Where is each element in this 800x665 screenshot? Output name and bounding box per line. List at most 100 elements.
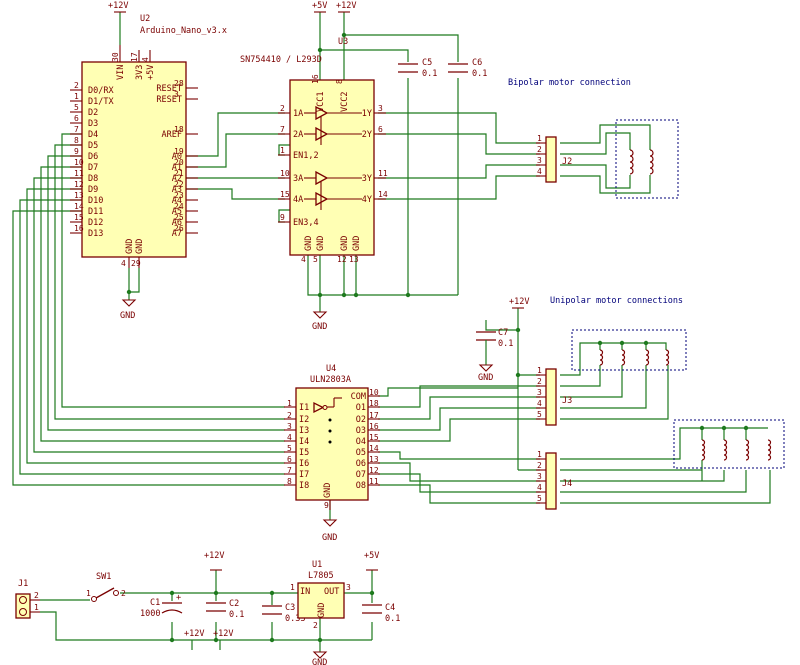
svg-text:GND: GND <box>120 311 135 321</box>
u4-left-pin-label: I5 <box>299 448 309 458</box>
u3-left-pin-num: 9 <box>280 213 285 222</box>
u3-left-pin-num: 15 <box>280 190 290 199</box>
u2-left-pin-label: D6 <box>88 152 98 162</box>
u2-right-pin-label: A7 <box>172 229 182 239</box>
u1-pin-out: 3 <box>346 583 351 592</box>
u2-right-pin-num: 3 <box>174 90 179 99</box>
u1-pin-in: 1 <box>290 583 295 592</box>
u2-top-pin-num: 30 <box>111 52 120 62</box>
u2-left-pin-label: D13 <box>88 229 103 239</box>
u4-right-pin-label: COM <box>351 392 366 402</box>
j4-pin-num: 3 <box>537 472 542 481</box>
svg-text:+12V: +12V <box>509 297 529 307</box>
u3-right-pin-num: 14 <box>378 190 388 199</box>
u2-top-pin-num: 17 <box>130 52 139 62</box>
u1-in-label: IN <box>300 587 310 597</box>
c7-value: 0.1 <box>498 339 513 349</box>
bipolar-motor <box>615 119 679 199</box>
u4-left-pin-num: 4 <box>287 433 292 442</box>
u2-right-pin-num: 19 <box>174 147 184 156</box>
c7-capacitor: C7 0.1 <box>476 328 513 356</box>
unipolar-note: Unipolar motor connections <box>550 296 683 306</box>
u3-left-pin-label: EN3,4 <box>293 218 319 228</box>
unipolar-motor-1 <box>571 329 687 371</box>
u4-right-pin-num: 12 <box>369 466 379 475</box>
u4-left-pin-label: I7 <box>299 470 309 480</box>
j2-pin-num: 3 <box>537 156 542 165</box>
power-12v-unipolar: +12V <box>509 297 529 309</box>
u2-left-pin-num: 16 <box>74 224 84 233</box>
u2-left-pin-num: 5 <box>74 103 79 112</box>
u2-left-pin-num: 6 <box>74 114 79 123</box>
u2-left-pin-label: D10 <box>88 196 103 206</box>
u3-bottom-pin-label: GND <box>352 236 362 251</box>
u3-left-pin-label: 2A <box>293 130 303 140</box>
u3-left-pin-num: 1 <box>280 146 285 155</box>
c1-polarity: + <box>176 593 181 603</box>
u2-right-pin-num: 25 <box>174 213 184 222</box>
u2-bottom-pin-label: GND <box>135 239 145 254</box>
u4-value: ULN2803A <box>310 375 351 385</box>
svg-text:+12V: +12V <box>108 1 128 11</box>
u3-bottom-pin-num: 13 <box>349 255 359 264</box>
j4-pin-num: 4 <box>537 483 542 492</box>
u3-bottom-pin-label: GND <box>316 236 326 251</box>
u2-top-pin-num: 4 <box>141 57 150 62</box>
j1-pin-2: 2 <box>34 591 39 600</box>
u3-right-pin-num: 3 <box>378 104 383 113</box>
c5-ref: C5 <box>422 58 432 68</box>
u2-left-pin-label: D1/TX <box>88 97 114 107</box>
gnd-u3: GND <box>312 311 327 332</box>
u2-right-pin-num: 23 <box>174 191 184 200</box>
u2-left-pin-num: 2 <box>74 81 79 90</box>
u4-left-pin-num: 2 <box>287 411 292 420</box>
sw1-pin-2: 2 <box>121 589 126 598</box>
u3-right-pin-label: 1Y <box>362 109 372 119</box>
u2-left-pin-num: 14 <box>74 202 84 211</box>
svg-text:GND: GND <box>312 658 327 665</box>
u4-ref: U4 <box>326 364 336 374</box>
c1-capacitor: + C1 1000 <box>140 593 183 619</box>
u1-ref: U1 <box>312 560 322 570</box>
u4-left-pin-num: 8 <box>287 477 292 486</box>
u3-motor-driver: U3 SN754410 / L293D 21A72A1EN1,2103A154A… <box>240 37 388 264</box>
u4-left-pin-label: I1 <box>299 403 309 413</box>
j2-pin-num: 2 <box>537 145 542 154</box>
u3-left-pin-num: 2 <box>280 104 285 113</box>
u2-right-pin-label: A3 <box>172 185 182 195</box>
svg-text:GND: GND <box>312 322 327 332</box>
u4-right-pin-num: 16 <box>369 422 379 431</box>
u2-right-pin-label: A2 <box>172 174 182 184</box>
u3-bottom-pin-num: 12 <box>337 255 347 264</box>
u4-right-pin-label: O1 <box>356 403 366 413</box>
c4-value: 0.1 <box>385 614 400 624</box>
u2-bottom-pin-num: 29 <box>131 259 141 268</box>
u3-top-pin-label: VCC1 <box>316 92 326 112</box>
sw1-ref: SW1 <box>96 572 111 582</box>
u3-bottom-pin-num: 5 <box>313 255 318 264</box>
u4-gnd-label: GND <box>323 483 333 498</box>
bipolar-note: Bipolar motor connection <box>508 78 631 88</box>
u2-top-pin-label: 3V3 <box>135 65 145 80</box>
u2-bottom-pin-label: GND <box>125 239 135 254</box>
u4-right-pin-label: O6 <box>356 459 366 469</box>
power-12v-c2: +12V <box>204 551 224 571</box>
u4-left-pin-num: 7 <box>287 466 292 475</box>
u2-left-pin-num: 8 <box>74 136 79 145</box>
u4-right-pin-num: 14 <box>369 444 379 453</box>
u4-right-pin-num: 18 <box>369 399 379 408</box>
u3-right-pin-label: 2Y <box>362 130 372 140</box>
u2-left-pin-label: D0/RX <box>88 86 114 96</box>
unipolar-motor-2 <box>673 419 785 469</box>
u3-bottom-pin-num: 4 <box>301 255 306 264</box>
u3-left-pin-num: 7 <box>280 125 285 134</box>
power-12v-label-2: +12V <box>213 629 233 639</box>
u4-right-pin-label: O4 <box>356 437 366 447</box>
svg-text:+5V: +5V <box>312 1 327 11</box>
c7-ref: C7 <box>498 328 508 338</box>
gnd-u4: GND <box>322 519 337 543</box>
j2-pin-num: 4 <box>537 167 542 176</box>
u2-left-pin-label: D8 <box>88 174 98 184</box>
j3-pin-num: 3 <box>537 388 542 397</box>
